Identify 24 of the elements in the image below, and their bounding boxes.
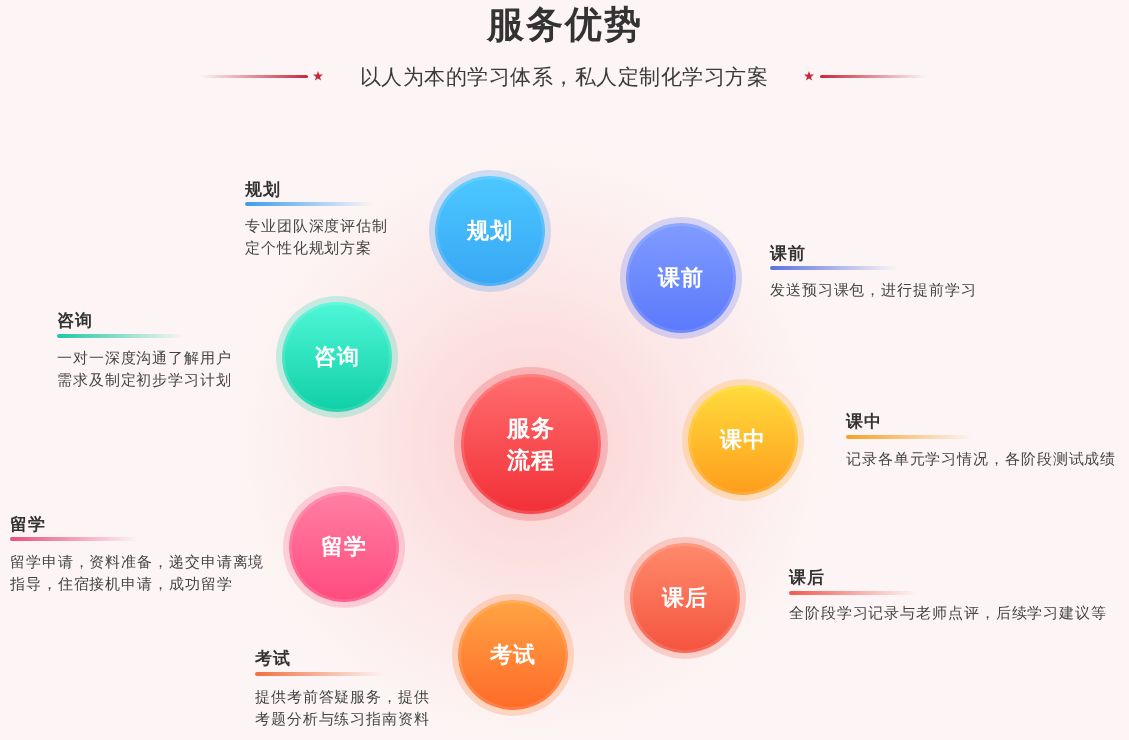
step-heading: 课前: [770, 242, 806, 264]
circle-label: 咨询: [314, 343, 360, 371]
step-heading: 考试: [255, 647, 291, 669]
step-description: 留学申请，资料准备，递交申请离境指导，住宿接机申请，成功留学: [10, 552, 266, 595]
step-description: 记录各单元学习情况，各阶段测试成绩: [846, 449, 1117, 470]
step-heading: 课中: [846, 410, 882, 432]
step-description: 专业团队深度评估制定个性化规划方案: [245, 216, 390, 259]
step-description: 全阶段学习记录与老师点评，后续学习建议等: [789, 603, 1107, 624]
step-heading: 课后: [789, 566, 825, 588]
subtitle: 以人为本的学习体系，私人定制化学习方案: [359, 64, 769, 91]
circle-label: 课中: [720, 426, 766, 454]
title: 服务优势: [486, 2, 643, 48]
step-description: 一对一深度沟通了解用户需求及制定初步学习计划: [57, 348, 233, 391]
step-description: 提供考前答疑服务，提供考题分析与练习指南资料: [255, 687, 431, 730]
circle-label: 规划: [467, 217, 513, 245]
circle-label: 考试: [490, 641, 536, 669]
step-heading: 咨询: [57, 309, 93, 331]
circle-label: 服务流程: [505, 414, 556, 475]
step-description: 发送预习课包，进行提前学习: [770, 280, 977, 301]
circle-label: 课前: [658, 264, 704, 292]
circle-label: 留学: [321, 533, 367, 561]
circle-label: 课后: [662, 584, 708, 612]
step-heading: 留学: [10, 513, 46, 535]
step-heading: 规划: [245, 178, 281, 200]
